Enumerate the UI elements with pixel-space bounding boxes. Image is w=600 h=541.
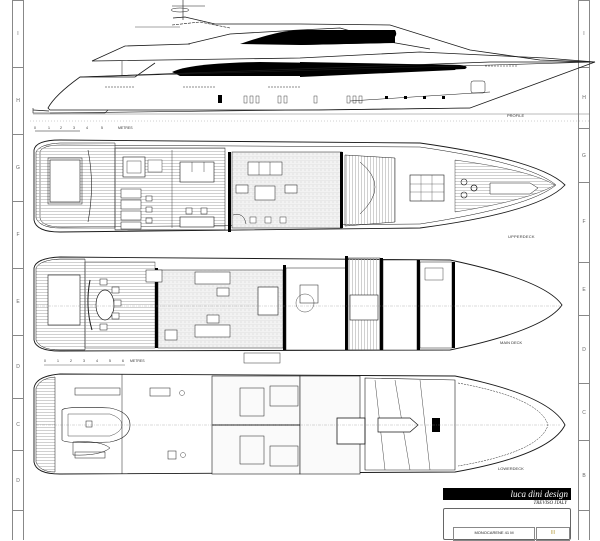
main-deck-scale-bar: 0 1 2 3 4 5 6 METRES [44,352,281,366]
svg-text:2: 2 [70,359,72,363]
svg-text:4: 4 [96,359,98,363]
profile-scale-bar: 0 1 2 3 4 5 METRES [34,126,133,130]
grid-cell [579,510,589,541]
svg-text:METRES: METRES [118,126,133,130]
svg-text:1: 1 [48,126,50,130]
brand-logo: luca dini design [443,488,571,500]
svg-text:METRES: METRES [130,359,145,363]
svg-text:0: 0 [34,126,36,130]
grid-cell: H [13,67,23,135]
upper-deck-label: UPPERDECK [508,234,535,239]
svg-text:3: 3 [73,126,75,130]
grid-cell: D [13,450,23,511]
main-deck-plan [33,256,563,352]
grid-cell: C [13,398,23,451]
main-deck-label: MAIN DECK [500,340,523,345]
grid-cell [13,510,23,541]
svg-text:5: 5 [109,359,111,363]
grid-cell: G [13,134,23,202]
grid-cell: I [13,0,23,68]
grid-cell: F [579,182,589,263]
shipyard-logo-icon: III [536,527,570,541]
grid-cell: E [579,262,589,316]
grid-cell: C [579,383,589,441]
grid-cell: D [579,315,589,384]
svg-text:4: 4 [86,126,88,130]
profile-view [30,0,596,132]
project-name: MONOCARENE 41 M [453,527,535,541]
lower-deck-label: LOWERDECK [498,466,524,471]
grid-cell: H [579,67,589,129]
profile-label: PROFILE [507,113,524,118]
grid-cell: E [13,268,23,336]
project-box: MONOCARENE 41 M III [443,508,571,541]
grid-cell: D [13,335,23,399]
svg-text:0: 0 [44,359,46,363]
svg-text:6: 6 [122,359,124,363]
upper-deck-plan [33,139,566,233]
svg-text:2: 2 [60,126,62,130]
svg-text:5: 5 [101,126,103,130]
svg-text:3: 3 [83,359,85,363]
left-grid-margin: I H G F E D C D [12,0,24,540]
lower-deck-plan [33,373,566,475]
title-block: luca dini design TREVISO ITALY MONOCAREN… [443,488,571,541]
right-grid-margin: I H G F E D C B [578,0,590,540]
grid-cell: I [579,0,589,68]
grid-cell: G [579,128,589,183]
grid-cell: F [13,201,23,269]
grid-cell: B [579,440,589,511]
svg-text:1: 1 [57,359,59,363]
brand-location: TREVISO ITALY [533,501,567,506]
